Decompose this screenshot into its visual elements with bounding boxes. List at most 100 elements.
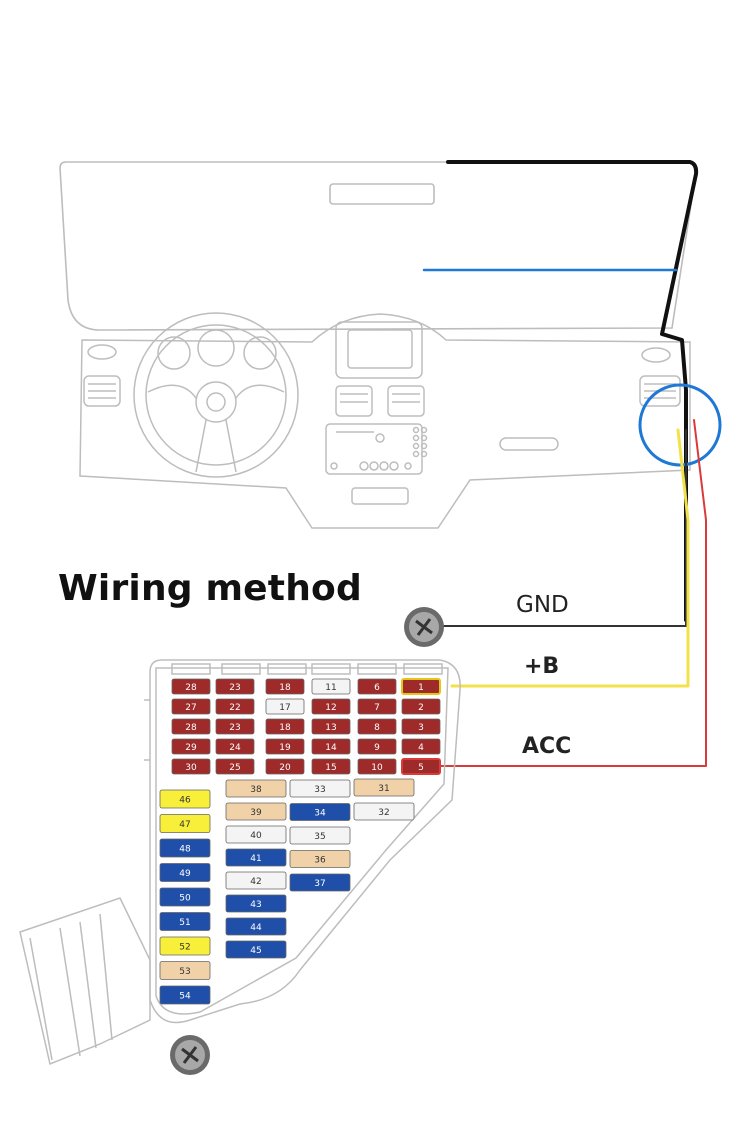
fuse-label-20: 20: [279, 763, 291, 773]
fuse-label-10: 10: [371, 763, 383, 773]
fuse-50: [159, 887, 211, 907]
fuse-47: [159, 814, 211, 833]
fuse-label-18: 18: [279, 683, 291, 693]
fuse-label-28: 28: [185, 683, 197, 693]
fuse-label-53: 53: [179, 967, 190, 977]
fuse-32: [353, 802, 415, 821]
fuse-37: [289, 873, 351, 892]
fuse-6: [357, 678, 397, 695]
fuse-label-14: 14: [325, 743, 337, 753]
fuse-label-44: 44: [250, 923, 262, 933]
fuse-35: [289, 826, 351, 845]
fuse-label-22: 22: [229, 703, 240, 713]
fuse-22: [215, 698, 255, 715]
screw-top: [404, 607, 444, 647]
center-vent-left: [335, 385, 373, 417]
fuse-label-28: 28: [185, 723, 197, 733]
gauge-right: [243, 336, 277, 370]
fuse-label-38: 38: [250, 785, 262, 795]
fuse-25: [215, 758, 255, 775]
fuse-label-3: 3: [418, 723, 424, 733]
fuse-label-45: 45: [250, 946, 261, 956]
fuse-label-18: 18: [279, 723, 291, 733]
fuse-label-46: 46: [179, 796, 191, 806]
fuse-label-34: 34: [314, 809, 326, 819]
right-vent: [639, 375, 681, 407]
fuse-11: [311, 678, 351, 695]
fuse-label-35: 35: [314, 832, 325, 842]
acc-label: ACC: [522, 734, 572, 759]
fuse-38: [225, 779, 287, 798]
wires: [422, 160, 722, 767]
windshield: [59, 161, 697, 331]
fuse-34: [289, 803, 351, 821]
fuse-label-27: 27: [185, 703, 196, 713]
fuse-31: [353, 778, 415, 797]
fuse-label-11: 11: [325, 683, 336, 693]
fuse-28: [171, 678, 211, 695]
fuse-label-25: 25: [229, 763, 240, 773]
lower-console-slot: [351, 487, 409, 505]
blue-highlight-circle: [638, 383, 722, 467]
fuse-46: [159, 789, 211, 809]
fuse-label-30: 30: [185, 763, 197, 773]
fuse-23: [215, 678, 255, 695]
steering-wheel: [133, 312, 299, 478]
fuse-label-15: 15: [325, 763, 336, 773]
gauge-center: [197, 329, 235, 367]
fuse-label-48: 48: [179, 845, 191, 855]
fuse-18: [265, 718, 305, 735]
fuse-36: [289, 850, 351, 868]
fuse-label-43: 43: [250, 900, 261, 910]
fuse-33: [289, 779, 351, 798]
fuse-20: [265, 758, 305, 775]
gauge-left: [157, 336, 191, 370]
fuse-42: [225, 871, 287, 890]
left-speaker: [87, 344, 117, 360]
screw-bottom: [170, 1035, 210, 1075]
black-cable: [446, 160, 699, 622]
fuse-label-50: 50: [179, 894, 191, 904]
fuse-label-9: 9: [374, 743, 380, 753]
fuse-label-6: 6: [374, 683, 380, 693]
fuse-52: [159, 936, 211, 956]
fuse-label-5: 5: [418, 763, 424, 773]
fuse-label-4: 4: [418, 743, 424, 753]
fuse-10: [357, 758, 397, 775]
fuse-label-29: 29: [185, 743, 197, 753]
fuse-label-52: 52: [179, 943, 190, 953]
rearview-mirror: [329, 183, 435, 205]
fuse-label-23: 23: [229, 723, 240, 733]
fuse-51: [159, 912, 211, 931]
fuse-label-2: 2: [418, 703, 424, 713]
fuse-label-51: 51: [179, 918, 190, 928]
fuse-19: [265, 738, 305, 755]
console-screen: [347, 329, 413, 369]
fuse-3: [401, 718, 441, 735]
fuse-9: [357, 738, 397, 755]
fuse-label-42: 42: [250, 877, 261, 887]
fuse-41: [225, 848, 287, 867]
fuse-label-12: 12: [325, 703, 336, 713]
fuse-label-17: 17: [279, 703, 290, 713]
fuse-43: [225, 894, 287, 913]
glovebox-handle: [499, 437, 559, 451]
fuse-label-24: 24: [229, 743, 241, 753]
fuse-49: [159, 863, 211, 882]
fuse-label-31: 31: [378, 784, 389, 794]
fuse-box: [19, 659, 461, 1066]
fuse-label-13: 13: [325, 723, 336, 733]
fuse-14: [311, 738, 351, 755]
fuse-8: [357, 718, 397, 735]
fuse-28: [171, 718, 211, 735]
fuse-label-19: 19: [279, 743, 291, 753]
fuse-7: [357, 698, 397, 715]
fuse-30: [171, 758, 211, 775]
b-wire: [450, 428, 690, 688]
fuse-label-40: 40: [250, 831, 262, 841]
dashboard: [79, 312, 691, 529]
fuse-40: [225, 825, 287, 844]
fuse-1: [401, 678, 441, 695]
diagram-title: Wiring method: [58, 568, 362, 609]
